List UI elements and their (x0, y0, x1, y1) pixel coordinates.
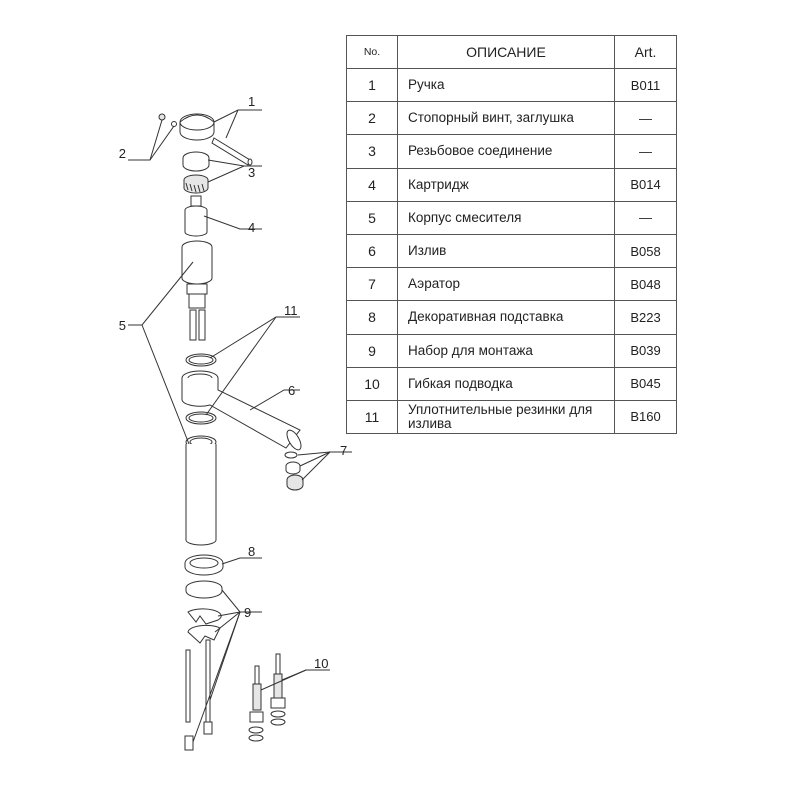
callout-9: 9 (244, 605, 251, 620)
callout-11: 11 (284, 303, 298, 318)
row-description: Картридж (397, 167, 615, 202)
row-no: 3 (346, 134, 398, 169)
table-row: 8 Декоративная подставка B223 (346, 300, 677, 335)
row-description: Излив (397, 233, 615, 269)
part-8-decorative-base (184, 554, 224, 576)
part-9-mounting-kit (184, 580, 223, 751)
row-description: Стопорный винт, заглушка (397, 101, 615, 136)
callout-2: 2 (119, 146, 126, 161)
table-row: 2 Стопорный винт, заглушка — (346, 101, 677, 136)
row-no: 10 (346, 366, 398, 401)
row-art: B045 (614, 366, 677, 401)
row-description: Набор для монтажа (397, 333, 615, 368)
row-description: Ручка (397, 67, 615, 103)
part-5-mixer-body (181, 240, 217, 546)
table-row: 6 Излив B058 (346, 233, 677, 269)
row-art: B160 (614, 399, 677, 435)
row-no: 9 (346, 333, 398, 368)
row-description: Корпус смесителя (397, 200, 615, 235)
part-3-threaded-connection (182, 151, 210, 194)
row-no: 8 (346, 300, 398, 335)
row-no: 4 (346, 167, 398, 202)
callout-8: 8 (248, 544, 255, 559)
part-11-seals (185, 353, 217, 425)
part-6-spout (181, 370, 302, 451)
row-art: B223 (614, 300, 677, 335)
table-row: 5 Корпус смесителя — (346, 200, 677, 235)
table-row: 4 Картридж B014 (346, 167, 677, 202)
part-7-aerator (284, 451, 304, 491)
row-art: B058 (614, 233, 677, 269)
part-10-flexible-hoses (248, 653, 286, 742)
table-header-row: No. ОПИСАНИЕ Art. (346, 35, 677, 69)
table-row: 1 Ручка B011 (346, 67, 677, 103)
row-art: B014 (614, 167, 677, 202)
header-no: No. (346, 35, 398, 69)
row-art: — (614, 200, 677, 235)
callout-5: 5 (119, 318, 126, 333)
row-description: Резьбовое соединение (397, 134, 615, 169)
parts-table: No. ОПИСАНИЕ Art. 1 Ручка B011 2 Стопорн… (346, 35, 677, 435)
row-art: — (614, 134, 677, 169)
table-row: 11 Уплотнительные резинки для излива B16… (346, 399, 677, 435)
table-row: 9 Набор для монтажа B039 (346, 333, 677, 368)
row-art: B011 (614, 67, 677, 103)
callout-10: 10 (314, 656, 328, 671)
part-2-set-screw (158, 113, 177, 127)
table-row: 7 Аэратор B048 (346, 267, 677, 302)
table-row: 10 Гибкая подводка B045 (346, 366, 677, 401)
part-4-cartridge (184, 195, 208, 237)
header-description: ОПИСАНИЕ (397, 35, 615, 69)
callout-3: 3 (248, 165, 255, 180)
callout-4: 4 (248, 220, 255, 235)
callout-1: 1 (248, 94, 255, 109)
part-1-handle (179, 113, 253, 166)
table-row: 3 Резьбовое соединение — (346, 134, 677, 169)
leader-lines (128, 109, 352, 743)
row-no: 6 (346, 233, 398, 269)
callout-labels: 1 2 3 4 5 6 7 8 9 10 11 (119, 94, 347, 671)
row-description: Уплотнительные резинки для излива (397, 399, 615, 435)
row-description: Гибкая подводка (397, 366, 615, 401)
header-art: Art. (614, 35, 677, 69)
callout-7: 7 (340, 443, 347, 458)
row-no: 2 (346, 101, 398, 136)
row-no: 7 (346, 267, 398, 302)
row-art: — (614, 101, 677, 136)
row-art: B048 (614, 267, 677, 302)
row-no: 11 (346, 399, 398, 435)
row-art: B039 (614, 333, 677, 368)
row-description: Декоративная подставка (397, 300, 615, 335)
callout-6: 6 (288, 383, 295, 398)
row-no: 1 (346, 67, 398, 103)
row-no: 5 (346, 200, 398, 235)
row-description: Аэратор (397, 267, 615, 302)
